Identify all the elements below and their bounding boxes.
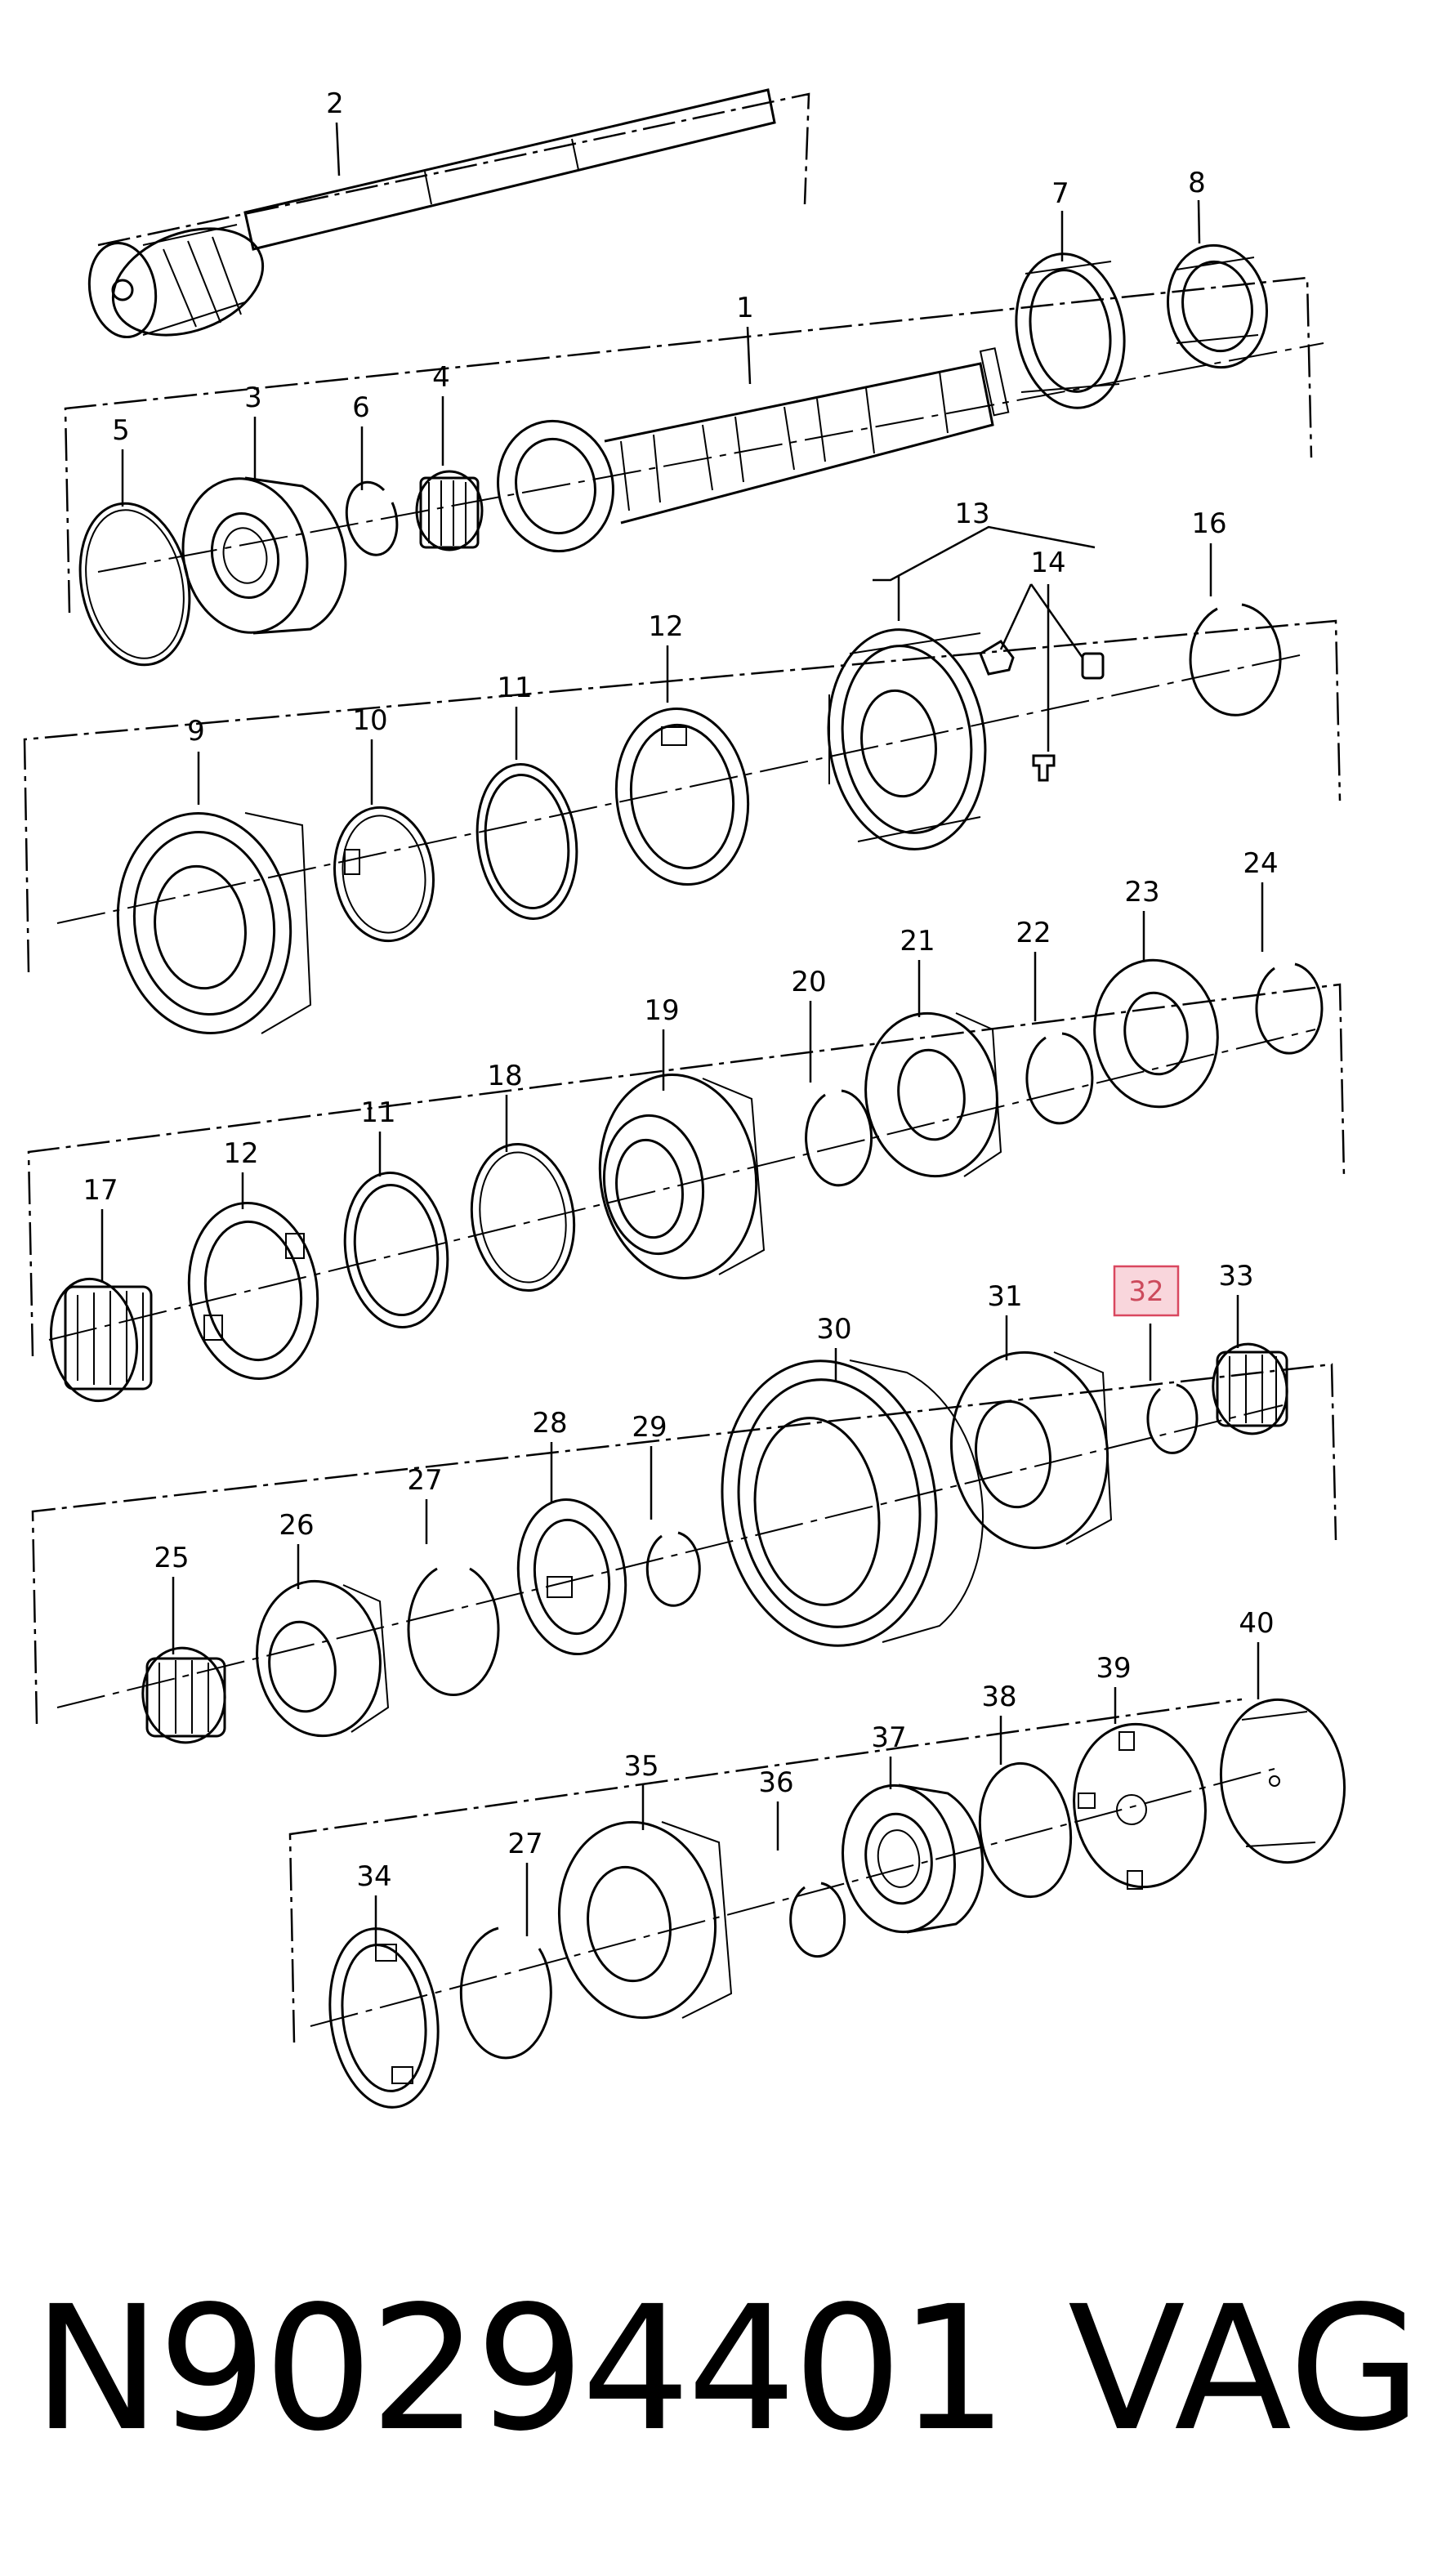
gear-part-21 bbox=[864, 1011, 1002, 1178]
bearing-part-37 bbox=[842, 1784, 984, 1934]
synchro-hub-part-13 bbox=[827, 628, 987, 850]
snap-ring-part-20 bbox=[805, 1089, 873, 1187]
synchro-ring-part-11-lower bbox=[343, 1172, 449, 1328]
cover-part-39 bbox=[1073, 1722, 1207, 1890]
bearing-part-3 bbox=[181, 476, 347, 635]
callout-25: 25 bbox=[154, 1542, 189, 1574]
callout-35: 35 bbox=[623, 1750, 659, 1783]
callout-33: 33 bbox=[1218, 1260, 1253, 1292]
gear-part-31 bbox=[949, 1351, 1113, 1550]
callout-24: 24 bbox=[1243, 847, 1278, 880]
snap-ring-part-27-lower bbox=[459, 1926, 552, 2060]
callout-32: 32 bbox=[1128, 1275, 1163, 1308]
callout-19: 19 bbox=[644, 994, 679, 1027]
callout-labels: 2 1 7 8 5 3 6 4 13 14 16 9 10 11 12 24 bbox=[83, 87, 1279, 1944]
callout-9: 9 bbox=[187, 715, 205, 748]
row-1-group bbox=[64, 243, 1324, 667]
callout-14: 14 bbox=[1030, 547, 1065, 579]
part-number: N90294401 bbox=[33, 2269, 1008, 2469]
row-4-group bbox=[31, 1342, 1337, 1744]
brand-name: VAG bbox=[1068, 2269, 1422, 2469]
pinion-shaft-part-2 bbox=[87, 88, 810, 339]
ring-part-18 bbox=[470, 1142, 576, 1292]
callout-31: 31 bbox=[987, 1280, 1022, 1313]
callout-6: 6 bbox=[352, 391, 370, 424]
callout-39: 39 bbox=[1096, 1652, 1131, 1685]
callout-29: 29 bbox=[632, 1411, 667, 1444]
callout-11-lower: 11 bbox=[360, 1096, 395, 1129]
row-2-group bbox=[23, 603, 1342, 1034]
callout-17: 17 bbox=[83, 1174, 118, 1207]
synchro-ring-part-28 bbox=[516, 1498, 627, 1656]
callout-32-highlight bbox=[1113, 1265, 1180, 1317]
main-shaft-part-1 bbox=[497, 347, 1010, 553]
callout-7: 7 bbox=[1051, 177, 1069, 210]
snap-ring-part-27-upper bbox=[407, 1567, 500, 1697]
callout-38: 38 bbox=[981, 1681, 1016, 1713]
callout-4: 4 bbox=[432, 361, 450, 394]
callout-18: 18 bbox=[487, 1060, 522, 1092]
gear-part-35 bbox=[557, 1820, 733, 2020]
gear-part-26 bbox=[256, 1579, 390, 1738]
needle-bearing-part-33 bbox=[1212, 1342, 1288, 1435]
callout-36: 36 bbox=[758, 1766, 793, 1799]
callout-30: 30 bbox=[816, 1313, 851, 1346]
snap-ring-part-22 bbox=[1025, 1032, 1094, 1125]
synchro-ring-part-11-upper bbox=[475, 763, 578, 920]
callout-22: 22 bbox=[1016, 917, 1051, 949]
snap-ring-part-16 bbox=[1189, 603, 1282, 717]
callout-27-lower: 27 bbox=[507, 1828, 542, 1860]
ring-part-10 bbox=[333, 806, 435, 943]
callout-20: 20 bbox=[791, 966, 826, 998]
gear-part-23 bbox=[1093, 958, 1219, 1109]
cap-part-40 bbox=[1219, 1698, 1346, 1864]
callout-5: 5 bbox=[112, 414, 130, 447]
ring-part-38 bbox=[978, 1761, 1073, 1899]
callout-2: 2 bbox=[326, 87, 344, 120]
callout-28: 28 bbox=[532, 1407, 567, 1440]
needle-cage-part-4 bbox=[415, 470, 484, 551]
callout-21: 21 bbox=[900, 925, 935, 958]
callout-10: 10 bbox=[352, 704, 387, 737]
needle-bearing-part-17 bbox=[49, 1277, 153, 1403]
sliding-sleeve-part-30 bbox=[721, 1359, 984, 1647]
gear-ring-part-7 bbox=[1015, 252, 1126, 409]
callout-12-lower: 12 bbox=[223, 1137, 258, 1170]
callout-34: 34 bbox=[356, 1860, 391, 1893]
snap-ring-part-32 bbox=[1146, 1383, 1199, 1454]
shifting-key-part-14 bbox=[979, 640, 1105, 782]
exploded-parts-diagram: 2 1 7 8 5 3 6 4 13 14 16 9 10 11 12 24 bbox=[23, 87, 1346, 2109]
callout-1: 1 bbox=[736, 292, 754, 324]
callout-8: 8 bbox=[1188, 167, 1206, 199]
needle-bearing-part-8 bbox=[1166, 243, 1269, 369]
callout-26: 26 bbox=[279, 1509, 314, 1542]
snap-ring-part-29 bbox=[645, 1531, 701, 1607]
snap-ring-part-36 bbox=[789, 1882, 846, 1958]
synchro-ring-part-12-upper bbox=[614, 707, 750, 886]
callout-40: 40 bbox=[1239, 1607, 1274, 1640]
gear-part-19 bbox=[598, 1074, 766, 1279]
synchro-ring-part-12-lower bbox=[187, 1202, 319, 1380]
callout-13: 13 bbox=[954, 498, 989, 530]
snap-ring-part-24 bbox=[1255, 962, 1324, 1055]
footer: N90294401 VAG bbox=[33, 2271, 1422, 2467]
callout-3: 3 bbox=[244, 382, 262, 414]
needle-bearing-part-25 bbox=[141, 1646, 226, 1744]
callout-37: 37 bbox=[871, 1721, 906, 1754]
synchro-ring-part-34 bbox=[328, 1927, 440, 2109]
row-5-group bbox=[288, 1698, 1346, 2109]
callout-16: 16 bbox=[1191, 507, 1226, 540]
callout-23: 23 bbox=[1124, 876, 1159, 909]
row-3-group bbox=[27, 958, 1346, 1403]
callout-12-upper: 12 bbox=[648, 610, 683, 643]
gear-part-9 bbox=[116, 812, 312, 1034]
callout-27-upper: 27 bbox=[407, 1464, 442, 1497]
snap-ring-part-6 bbox=[345, 480, 399, 556]
callout-11-upper: 11 bbox=[497, 672, 532, 704]
